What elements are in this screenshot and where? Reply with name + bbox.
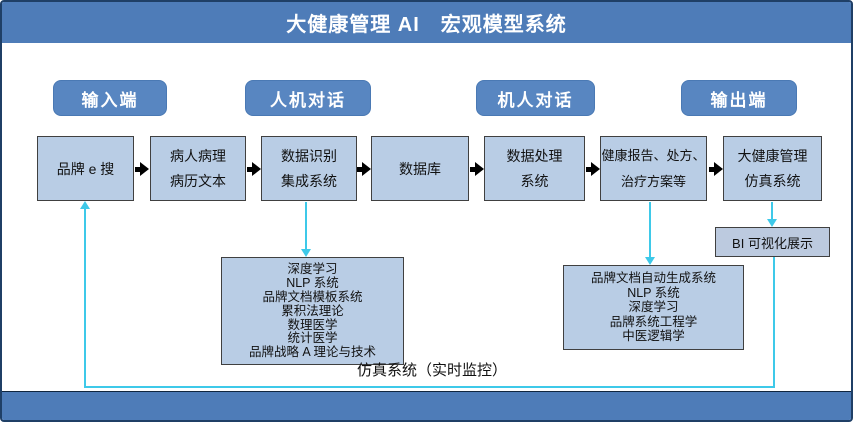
connector-line-report-to-right-detail [649,202,651,257]
flow-box-text: 品牌 e 搜 [56,160,115,177]
detail-line: 品牌文档自动生成系统 [590,271,716,286]
right-arrow-icon [357,162,371,176]
page-title: 大健康管理 AI 宏观模型系统 [286,14,567,36]
flow-box-text: 病人病理 [170,147,226,164]
stage-label-output-end: 输出端 [681,80,797,116]
detail-line: 深度学习 [628,300,679,315]
flow-box-database: 数据库 [371,136,469,201]
right-arrow-icon [586,162,600,176]
detail-line: NLP 系统 [627,285,680,300]
right-arrow-icon [135,162,149,176]
down-arrow-icon [645,257,655,265]
detail-line: 累积法理论 [281,303,344,318]
right-arrow-icon [247,162,261,176]
detail-line: 中医逻辑学 [622,329,685,344]
detail-line: 统计医学 [287,331,338,346]
connector-line-recognition-to-left-detail [305,202,307,249]
flow-box-text: 仿真系统 [744,173,801,190]
detail-line: NLP 系统 [286,276,339,291]
flow-box-text: 大健康管理 [737,147,808,164]
right-detail-box: 品牌文档自动生成系统 NLP 系统 深度学习 品牌系统工程学 中医逻辑学 [563,265,744,350]
stage-label-input-end: 输入端 [53,80,167,116]
up-arrow-icon [80,201,90,209]
right-arrow-icon [709,162,723,176]
stage-label-human-machine-dialog: 人机对话 [245,80,371,116]
feedback-loop-label: 仿真系统（实时监控） [356,362,507,379]
connector-line-simulation-to-bi [771,202,773,219]
flow-box-text: 病历文本 [170,173,226,190]
feedback-loop-bottom-line [84,386,775,388]
flow-box-text: 集成系统 [281,173,337,190]
flow-box-health-simulation-system: 大健康管理 仿真系统 [723,136,822,201]
detail-line: 品牌战略 A 理论与技术 [248,345,377,360]
flow-box-text: 数据识别 [281,147,337,164]
flow-box-text: 系统 [520,173,549,190]
flow-box-brand-e-search: 品牌 e 搜 [37,136,134,201]
stage-label-machine-human-dialog: 机人对话 [476,80,595,116]
feedback-loop-left-line [84,209,86,388]
detail-line: 深度学习 [287,262,338,277]
stage-label-text: 机人对话 [497,90,574,110]
footer-bar [2,391,851,420]
stage-label-text: 人机对话 [270,90,346,110]
flow-box-data-processing-system: 数据处理 系统 [484,136,585,201]
flow-box-health-report-prescription: 健康报告、处方、 治疗方案等 [600,136,707,201]
bi-visualization-box: BI 可视化展示 [715,227,830,257]
flow-box-text: 治疗方案等 [620,173,686,189]
bi-box-text: BI 可视化展示 [732,235,813,251]
detail-line: 品牌系统工程学 [609,314,698,329]
stage-label-text: 输入端 [81,90,139,110]
stage-label-text: 输出端 [710,90,768,110]
left-detail-box: 深度学习 NLP 系统 品牌文档模板系统 累积法理论 数理医学 统计医学 品牌战… [221,257,404,365]
feedback-loop-right-line [773,257,775,388]
detail-line: 数理医学 [287,317,338,332]
flow-box-text: 数据库 [399,160,441,177]
right-arrow-icon [470,162,484,176]
flow-box-patient-pathology-text: 病人病理 病历文本 [150,136,246,201]
flow-box-text: 数据处理 [506,147,563,164]
title-banner: 大健康管理 AI 宏观模型系统 [2,2,851,43]
flow-box-text: 健康报告、处方、 [601,148,706,164]
detail-line: 品牌文档模板系统 [262,289,363,304]
down-arrow-icon [301,249,311,257]
flow-box-data-recognition-integration: 数据识别 集成系统 [261,136,357,201]
down-arrow-icon [767,219,777,227]
